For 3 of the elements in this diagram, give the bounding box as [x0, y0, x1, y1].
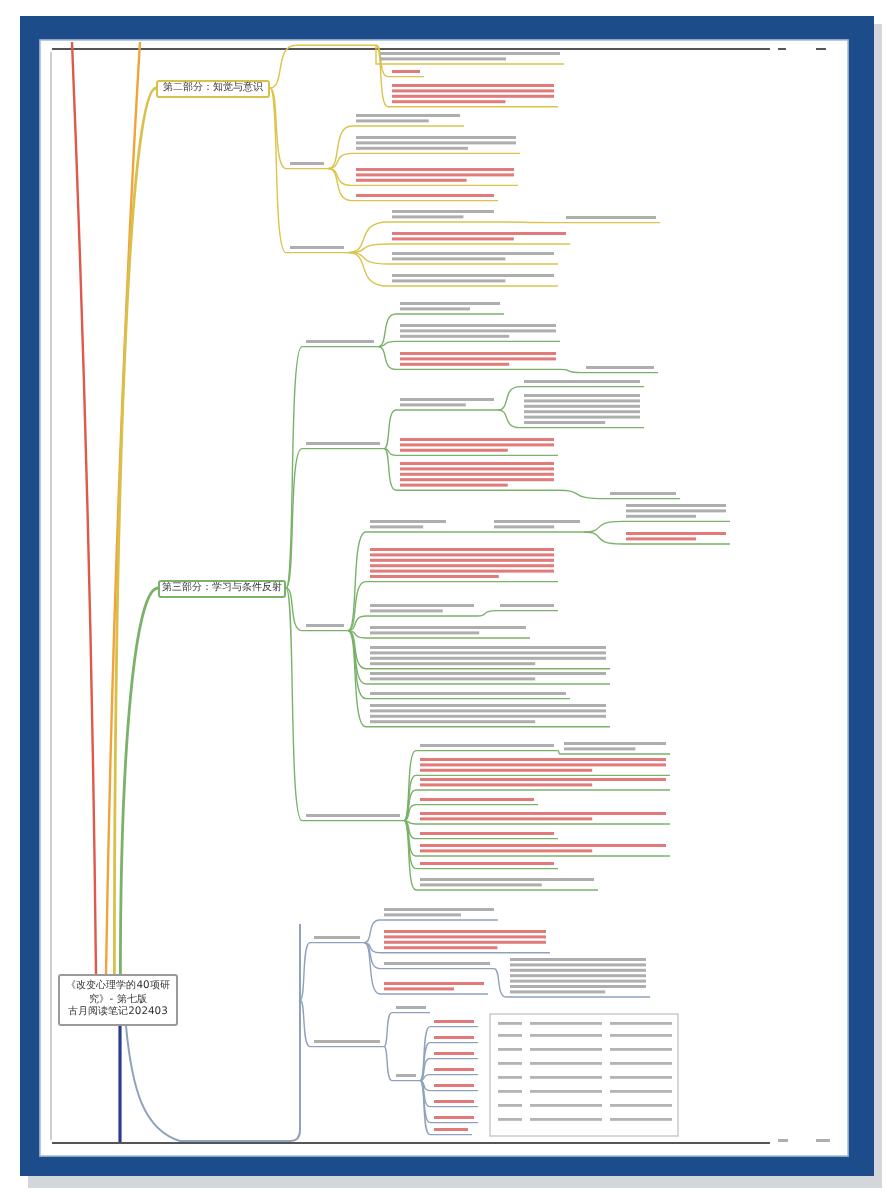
- branch-line: [113, 87, 158, 974]
- branch-line: [119, 586, 159, 974]
- central-topic-box: [58, 974, 178, 1026]
